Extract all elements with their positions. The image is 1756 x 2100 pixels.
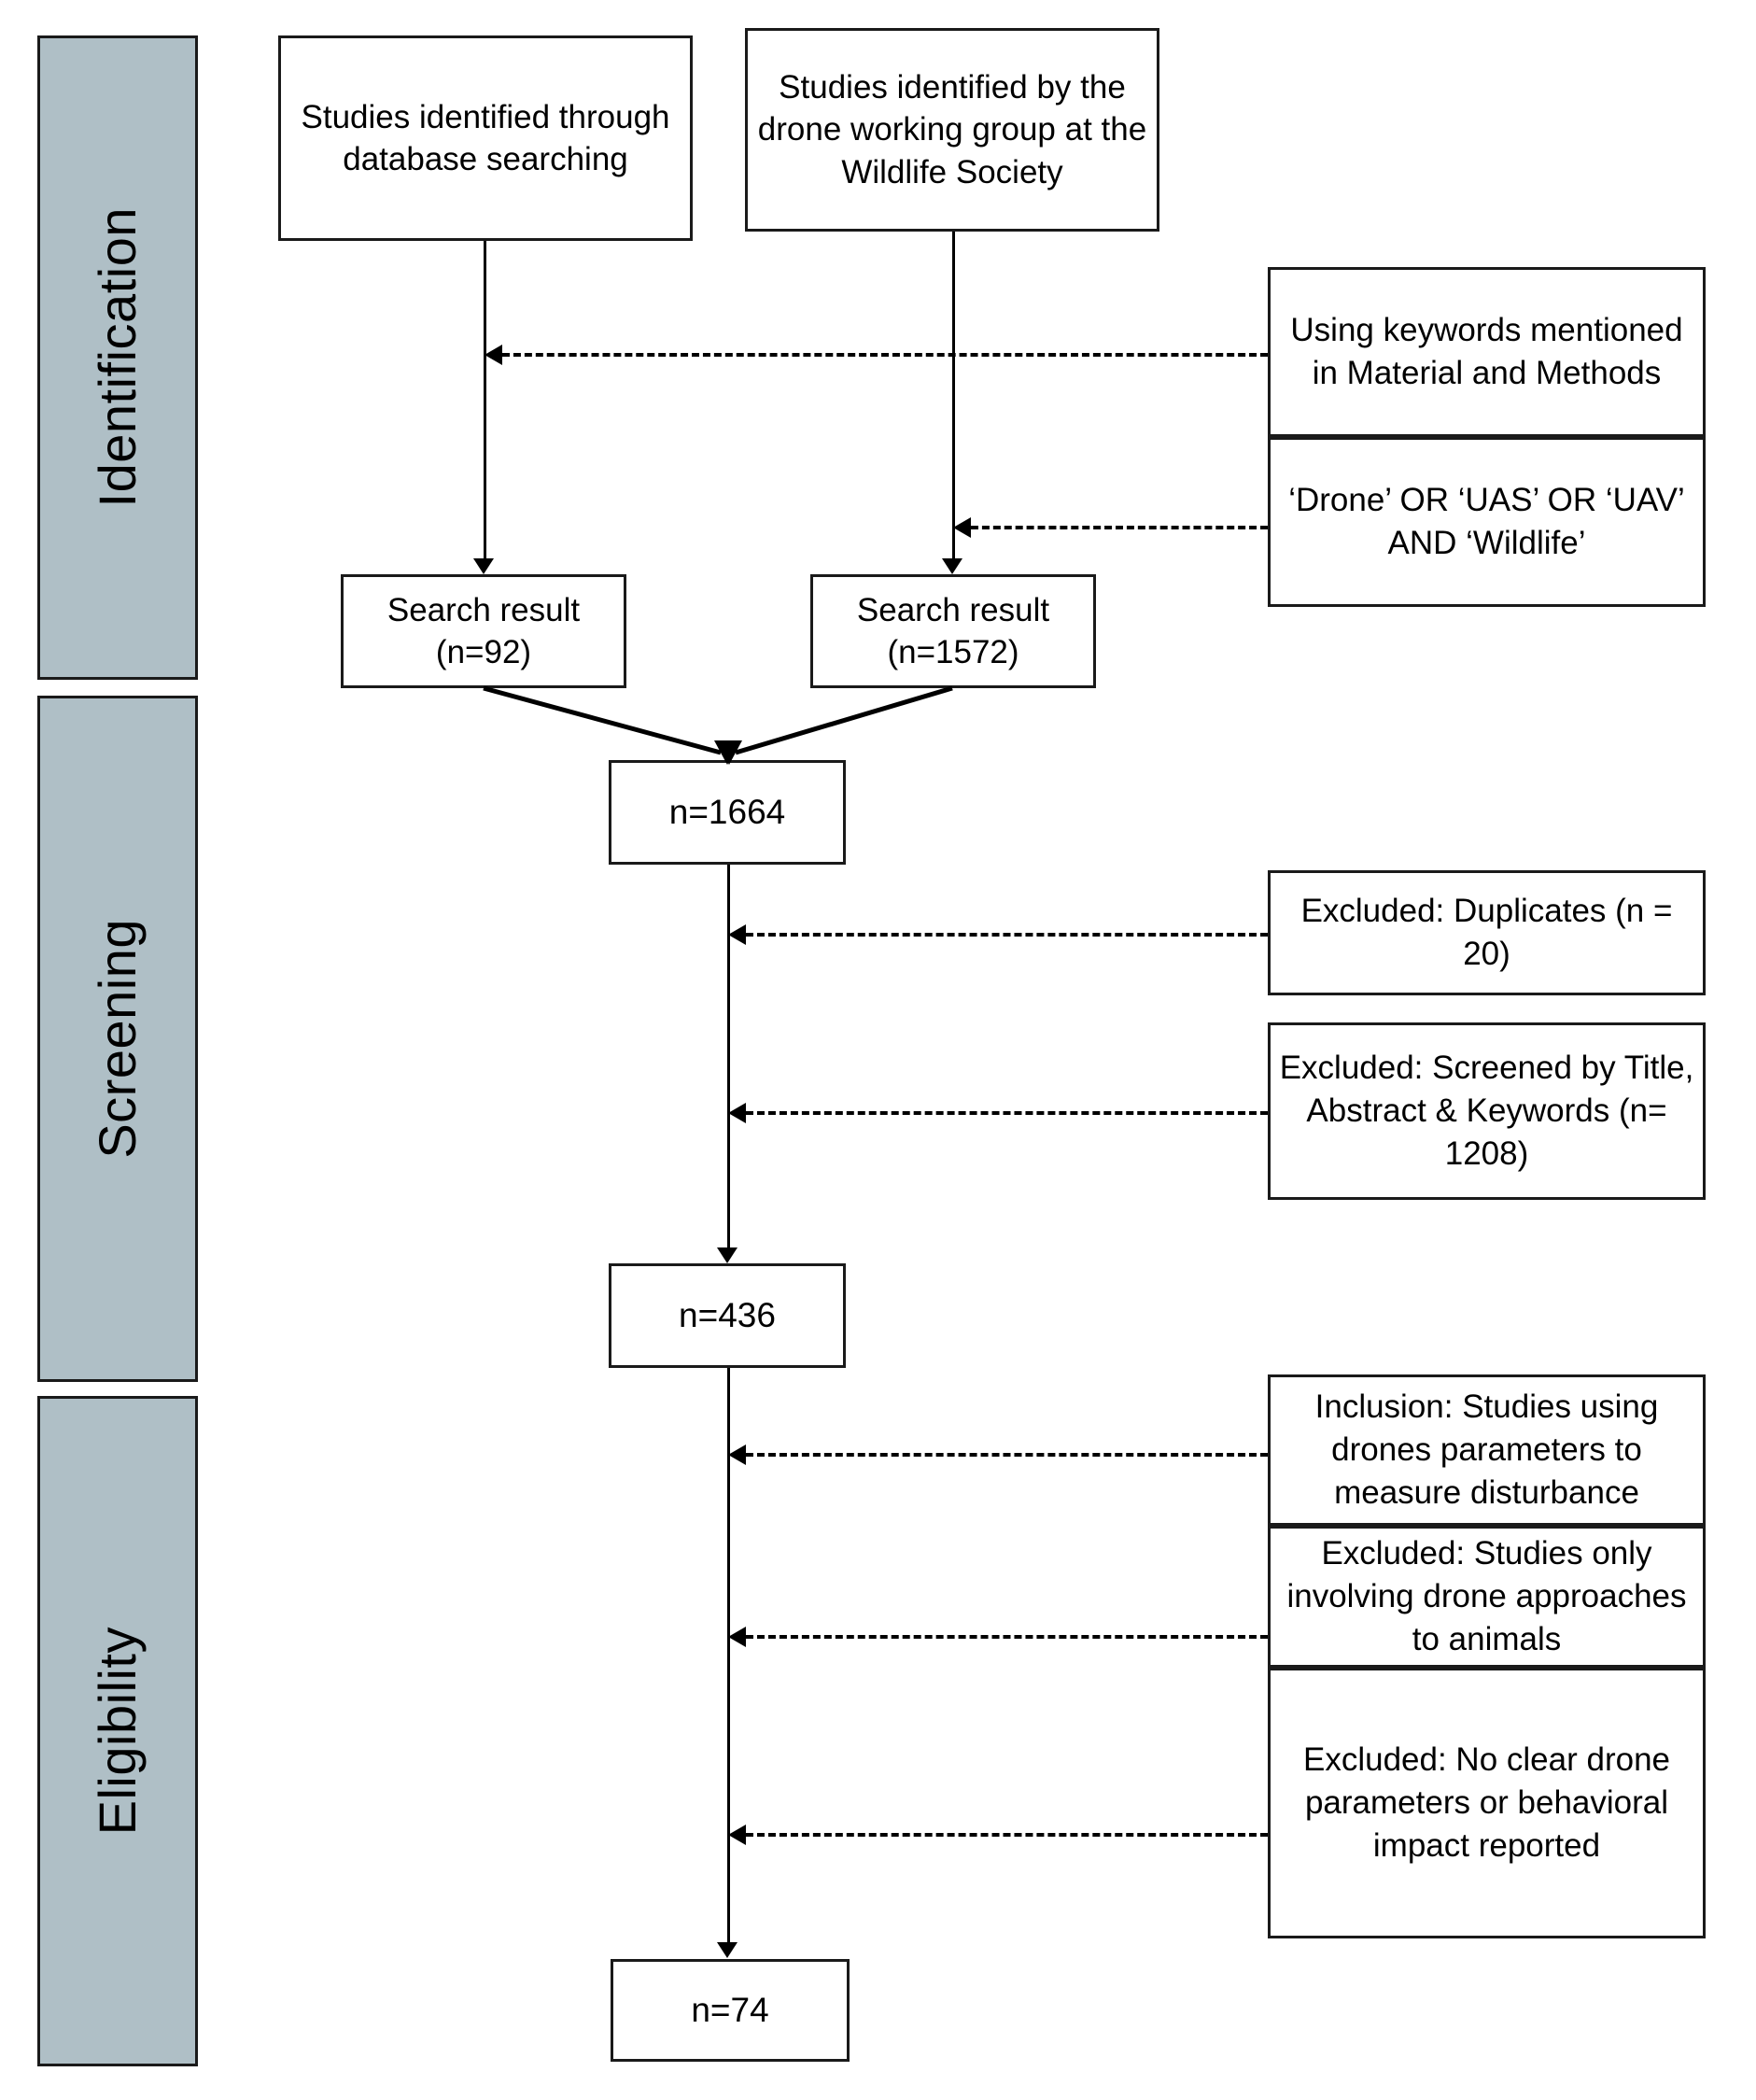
source-label-drone-working-group: Studies identified by the drone working … (757, 68, 1147, 190)
phase-label-eligibility: Eligibility (88, 1627, 147, 1836)
arrowhead-excluded-title-abstract-keywords (728, 1103, 746, 1123)
count-label-included-studies: n=74 (691, 1990, 769, 2029)
count-label-after-screening: n=436 (679, 1295, 776, 1334)
count-box-after-screening: n=436 (609, 1263, 846, 1368)
arrowhead-keywords-material-methods (485, 345, 502, 365)
search-result-label-database: Search result (n=92) (386, 591, 581, 671)
annotation-label-excluded-duplicates: Excluded: Duplicates (n = 20) (1300, 892, 1673, 972)
dashed-connector-excluded-duplicates (746, 933, 1268, 937)
search-result-label-working-group: Search result (n=1572) (856, 591, 1050, 671)
search-result-box-database: Search result (n=92) (341, 574, 626, 688)
arrowhead-excluded-duplicates (728, 924, 746, 945)
count-label-combined-records: n=1664 (668, 792, 786, 831)
dashed-connector-excluded-approach-only (746, 1635, 1268, 1639)
annotation-box-keywords-material-methods: Using keywords mentioned in Material and… (1268, 267, 1706, 437)
source-box-database-search: Studies identified through database sear… (278, 35, 693, 241)
arrowhead-search-string (953, 517, 971, 538)
connector-combined-to-after-screening (727, 865, 730, 1247)
phase-bar-eligibility: Eligibility (37, 1396, 198, 2066)
annotation-box-inclusion-drone-parameters: Inclusion: Studies using drones paramete… (1268, 1374, 1706, 1526)
annotation-label-inclusion-drone-parameters: Inclusion: Studies using drones paramete… (1314, 1388, 1659, 1512)
annotation-label-excluded-title-abstract-keywords: Excluded: Screened by Title, Abstract & … (1279, 1049, 1694, 1173)
annotation-box-search-string: ‘Drone’ OR ‘UAS’ OR ‘UAV’ AND ‘Wildlife’ (1268, 437, 1706, 607)
search-result-box-working-group: Search result (n=1572) (810, 574, 1096, 688)
annotation-label-search-string: ‘Drone’ OR ‘UAS’ OR ‘UAV’ AND ‘Wildlife’ (1288, 481, 1685, 561)
annotation-label-excluded-no-clear-parameters: Excluded: No clear drone parameters or b… (1303, 1741, 1670, 1865)
count-box-combined-records: n=1664 (609, 760, 846, 865)
arrowhead-excluded-no-clear-parameters (728, 1825, 746, 1845)
arrowhead-excluded-approach-only (728, 1627, 746, 1647)
arrowhead-inclusion-drone-parameters (728, 1445, 746, 1465)
dashed-connector-excluded-no-clear-parameters (746, 1833, 1268, 1837)
connector-working-group-to-search-result (952, 232, 955, 559)
arrowhead-after-screening-to-included (717, 1942, 738, 1958)
dashed-connector-excluded-title-abstract-keywords (746, 1111, 1268, 1115)
dashed-connector-inclusion-drone-parameters (746, 1453, 1268, 1457)
phase-label-identification: Identification (88, 207, 147, 508)
phase-label-screening: Screening (88, 919, 147, 1159)
annotation-box-excluded-title-abstract-keywords: Excluded: Screened by Title, Abstract & … (1268, 1022, 1706, 1200)
phase-bar-screening: Screening (37, 696, 198, 1382)
arrowhead-database-to-search-result (473, 558, 494, 574)
annotation-label-excluded-approach-only: Excluded: Studies only involving drone a… (1286, 1534, 1687, 1658)
phase-bar-identification: Identification (37, 35, 198, 680)
arrowhead-combined-to-after-screening (717, 1247, 738, 1263)
annotation-box-excluded-no-clear-parameters: Excluded: No clear drone parameters or b… (1268, 1668, 1706, 1938)
count-box-included-studies: n=74 (611, 1959, 850, 2062)
dashed-connector-search-string (971, 526, 1268, 529)
arrowhead-working-group-to-search-result (942, 558, 962, 574)
source-label-database-search: Studies identified through database sear… (301, 98, 670, 178)
annotation-box-excluded-duplicates: Excluded: Duplicates (n = 20) (1268, 870, 1706, 995)
connector-database-to-search-result (484, 241, 486, 559)
dashed-connector-keywords-material-methods (502, 353, 1268, 357)
connector-after-screening-to-included (727, 1368, 730, 1942)
annotation-label-keywords-material-methods: Using keywords mentioned in Material and… (1290, 311, 1683, 391)
annotation-box-excluded-approach-only: Excluded: Studies only involving drone a… (1268, 1526, 1706, 1668)
source-box-drone-working-group: Studies identified by the drone working … (745, 28, 1159, 232)
